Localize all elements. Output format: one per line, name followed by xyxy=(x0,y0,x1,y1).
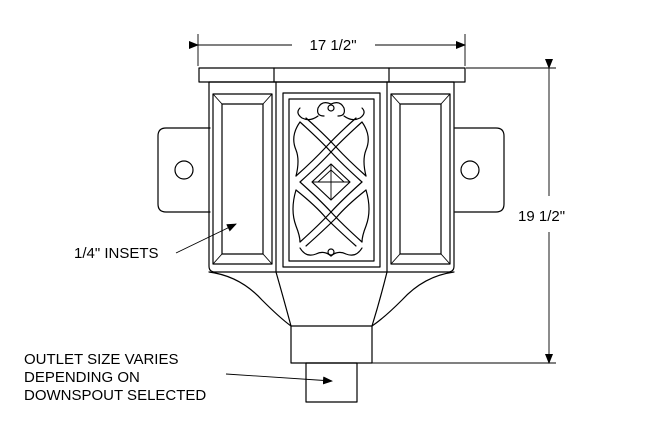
center-diamond-ornament xyxy=(311,163,351,201)
width-dimension-label: 17 1/2" xyxy=(309,37,356,54)
top-cap xyxy=(198,67,466,83)
right-inset-panel xyxy=(390,93,451,265)
insets-callout-label: 1/4" INSETS xyxy=(74,245,159,262)
outlet-spout xyxy=(305,362,358,403)
outlet-callout-line-1: OUTLET SIZE VARIES xyxy=(24,351,178,368)
insets-callout: 1/4" INSETS xyxy=(74,223,237,262)
outlet-callout-line-3: DOWNSPOUT SELECTED xyxy=(24,387,206,404)
width-dimension: 17 1/2" xyxy=(189,34,466,66)
outlet-callout-line-2: DEPENDING ON xyxy=(24,369,140,386)
center-lattice-panel xyxy=(282,92,381,268)
left-mounting-ear xyxy=(157,127,211,213)
left-inset-panel xyxy=(212,93,273,265)
bottom-scroll-ornament xyxy=(299,247,363,257)
right-mounting-ear xyxy=(454,127,505,213)
height-dimension-label: 19 1/2" xyxy=(518,208,565,225)
height-dimension: 19 1/2" xyxy=(372,59,565,364)
lattice-strands xyxy=(292,117,370,247)
outlet-collar xyxy=(290,325,373,364)
outlet-callout: OUTLET SIZE VARIES DEPENDING ON DOWNSPOU… xyxy=(24,351,333,404)
top-scroll-ornament xyxy=(297,102,365,121)
lower-transition xyxy=(208,271,455,327)
main-body xyxy=(208,81,455,273)
